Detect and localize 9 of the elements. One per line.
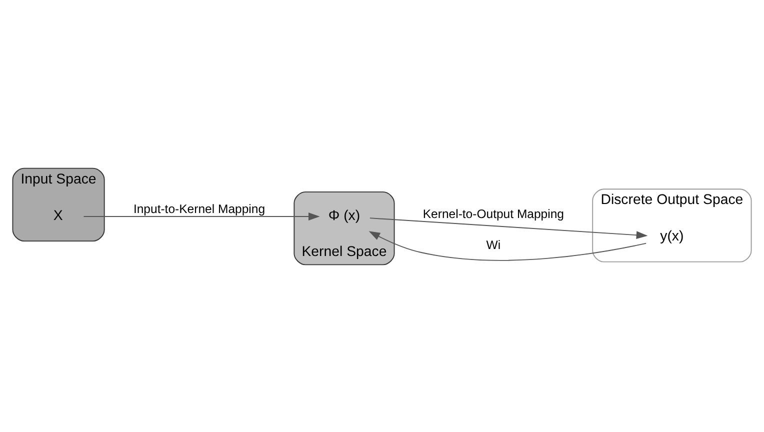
node-text: X	[53, 207, 63, 224]
arrow	[369, 217, 648, 239]
edge-label: Kernel-to-Output Mapping	[422, 206, 564, 220]
node-text: y(x)	[660, 228, 684, 244]
edge-label: Input-to-Kernel Mapping	[133, 202, 266, 216]
arrow	[83, 212, 320, 220]
edge-label: Wi	[486, 237, 501, 252]
node-text: Φ (x)	[328, 207, 360, 224]
arrow	[368, 230, 647, 260]
